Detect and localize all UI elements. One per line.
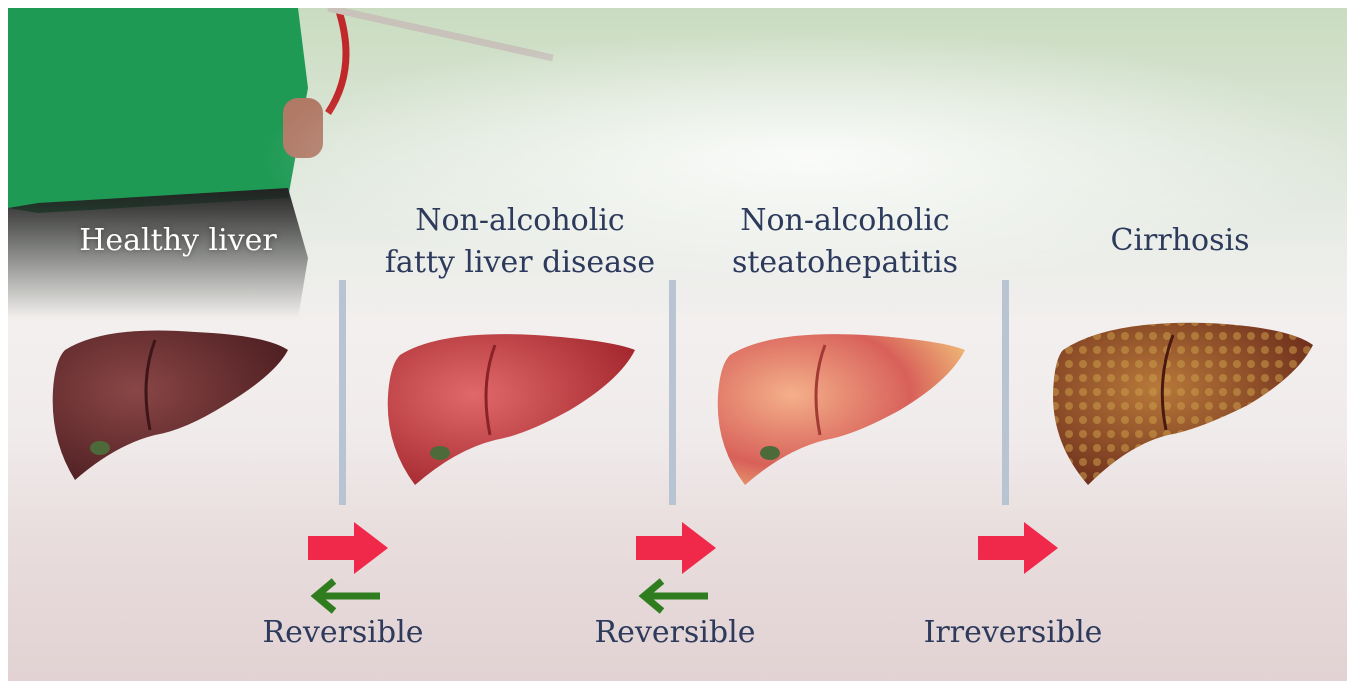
transition-label: Reversible [262, 615, 424, 650]
label-line: steatohepatitis [731, 245, 959, 280]
divider [339, 280, 346, 505]
label-line: fatty liver disease [384, 245, 656, 280]
divider [669, 280, 676, 505]
forward-arrow-icon [978, 522, 1058, 574]
spray-mist [258, 28, 1347, 288]
stage-label-cirrhosis: Cirrhosis [1110, 223, 1250, 258]
reverse-arrow-icon [638, 578, 708, 614]
reverse-arrow-icon [310, 578, 380, 614]
farmer-spraying-photo [8, 8, 554, 318]
stage-label-nafld: Non-alcoholic fatty liver disease [370, 200, 670, 284]
liver-fatty [387, 334, 635, 485]
divider [1002, 280, 1009, 505]
transition-label: Irreversible [923, 615, 1103, 650]
forward-arrow-icon [636, 522, 716, 574]
label-line: Non-alcoholic [740, 203, 950, 238]
label-line: Non-alcoholic [415, 203, 625, 238]
liver-cirrhosis [1053, 322, 1313, 485]
liver-steatohepatitis [717, 334, 965, 485]
liver-healthy [52, 330, 288, 480]
transition-label: Reversible [594, 615, 756, 650]
forward-arrow-icon [308, 522, 388, 574]
stage-label-healthy: Healthy liver [79, 223, 277, 258]
stage-label-nash: Non-alcoholic steatohepatitis [700, 200, 990, 284]
